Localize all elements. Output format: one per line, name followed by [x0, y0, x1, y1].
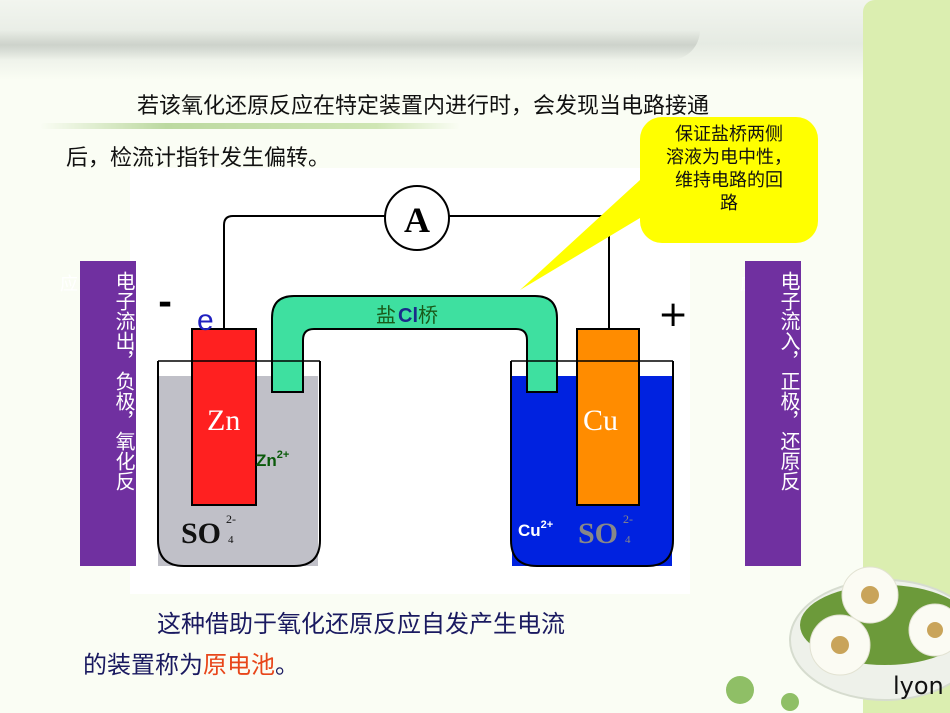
svg-text:2-: 2- [226, 512, 236, 526]
svg-text:桥: 桥 [418, 303, 438, 327]
callout-line: 维持电路的回 [675, 170, 783, 191]
salt-bridge-callout: 保证盐桥两侧 溶液为电中性， 维持电路的回 路 [640, 117, 818, 243]
anode-description-label: 电子流出，负极，氧化反 [80, 261, 136, 566]
svg-text:SO: SO [181, 517, 221, 550]
callout-line: 溶液为电中性， [666, 147, 792, 168]
svg-text:-: - [158, 283, 172, 323]
svg-text:4: 4 [625, 534, 631, 546]
galvanic-cell-diagram: A - + e 盐 Cl 桥 Zn Zn2+ Cu Cu2+ SO 2- 4 S… [157, 185, 688, 567]
svg-text:2-: 2- [623, 512, 633, 526]
background-header-shadow [0, 30, 700, 60]
svg-text:+: + [658, 294, 688, 335]
conclusion-punctuation: 。 [275, 651, 299, 679]
left-label-overflow: 应 [60, 274, 78, 295]
intro-line-1: 若该氧化还原反应在特定装置内进行时，会发现当电路接通 [137, 94, 710, 119]
ammeter-icon: A [384, 185, 450, 251]
copper-electrode [576, 328, 640, 506]
galvanic-cell-term: 原电池 [203, 651, 275, 679]
svg-text:4: 4 [228, 534, 234, 546]
footer-text: lyon [893, 672, 944, 700]
salt-bridge-tube [271, 295, 558, 393]
zinc-electrode [191, 328, 257, 506]
svg-text:Zn2+: Zn2+ [256, 449, 289, 470]
callout-line: 保证盐桥两侧 [675, 124, 783, 145]
svg-text:SO: SO [578, 517, 618, 550]
svg-text:Zn: Zn [207, 404, 240, 437]
svg-text:Cu: Cu [583, 404, 618, 437]
conclusion-text: 的装置称为 [83, 651, 203, 679]
svg-text:Cl: Cl [398, 305, 418, 327]
intro-line-2: 后，检流计指针发生偏转。 [66, 146, 331, 171]
conclusion-line-1: 这种借助于氧化还原反应自发产生电流 [157, 610, 565, 638]
decorative-green-stroke [40, 123, 460, 129]
callout-line: 路 [720, 193, 738, 214]
callout-pointer [520, 180, 670, 290]
cathode-description-label: 电子流入，正极，还原反 [745, 261, 801, 566]
svg-text:Cu2+: Cu2+ [518, 519, 553, 540]
svg-text:e: e [197, 304, 214, 337]
flower-bowl-image [726, 566, 950, 711]
conclusion-line-2: 的装置称为原电池。 [83, 645, 299, 680]
svg-text:A: A [404, 200, 430, 240]
svg-text:盐: 盐 [376, 303, 396, 327]
